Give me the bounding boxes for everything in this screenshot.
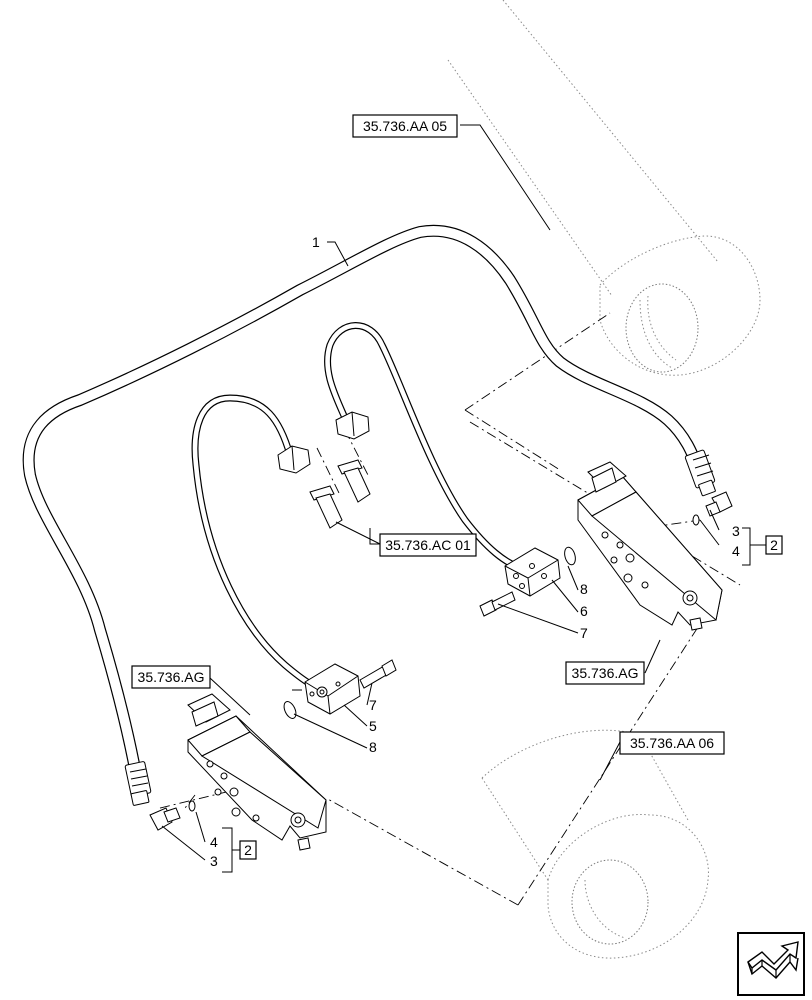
callouts: 1 3 4 8 6 7 7 5 8 4 3 [210, 234, 740, 869]
valve-block-right [577, 461, 723, 631]
kit-marker-left: 2 [239, 840, 257, 860]
kit-label-right: 2 [770, 537, 778, 553]
bolt-left-item-7 [359, 659, 397, 689]
callout-8-left: 8 [369, 739, 377, 755]
pipe-nuts [277, 411, 370, 474]
ref-label-cyl-upper: 35.736.AA 05 [363, 118, 447, 134]
callout-1: 1 [312, 234, 320, 250]
flange-left-item-5 [304, 663, 361, 715]
ref-label-check-valves: 35.736.AC 01 [385, 537, 471, 553]
ref-box-cyl-upper[interactable]: 35.736.AA 05 [352, 114, 458, 138]
elbow-right-item-3 [705, 491, 733, 517]
ref-label-valve-left: 35.736.AG [138, 669, 205, 685]
lower-cylinder [481, 729, 709, 959]
bolt-right-item-7 [479, 591, 516, 617]
check-valve-inserts [309, 459, 371, 529]
next-page-arrow-icon[interactable] [737, 932, 805, 996]
ref-box-valve-left[interactable]: 35.736.AG [131, 665, 211, 689]
ref-label-valve-right: 35.736.AG [572, 665, 639, 681]
o-ring-right-item-8 [564, 546, 576, 566]
ref-box-check-valves[interactable]: 35.736.AC 01 [379, 533, 477, 557]
flange-right-item-6 [504, 547, 561, 597]
ref-box-valve-right[interactable]: 35.736.AG [565, 661, 645, 685]
ref-label-cyl-lower: 35.736.AA 06 [630, 735, 714, 751]
callout-4-right: 4 [732, 543, 740, 559]
valve-block-left [187, 693, 327, 851]
kit-marker-right: 2 [765, 535, 783, 555]
hose-item-1 [22, 224, 716, 806]
leader-lines [161, 124, 766, 873]
callout-6: 6 [580, 603, 588, 619]
upper-cylinder [447, 0, 761, 376]
kit-label-left: 2 [244, 842, 252, 858]
callout-7-left: 7 [369, 697, 377, 713]
elbow-left-item-3 [149, 807, 181, 831]
o-ring-right-item-4 [692, 514, 700, 526]
callout-5: 5 [369, 718, 377, 734]
o-ring-left-item-8 [283, 701, 297, 719]
o-ring-left-item-4 [188, 800, 196, 812]
rigid-pipes [191, 322, 524, 696]
ref-box-cyl-lower[interactable]: 35.736.AA 06 [619, 731, 725, 755]
callout-7-right: 7 [580, 625, 588, 641]
callout-3-right: 3 [732, 523, 740, 539]
callout-8-right: 8 [580, 581, 588, 597]
callout-3-left: 3 [210, 853, 218, 869]
callout-4-left: 4 [210, 834, 218, 850]
